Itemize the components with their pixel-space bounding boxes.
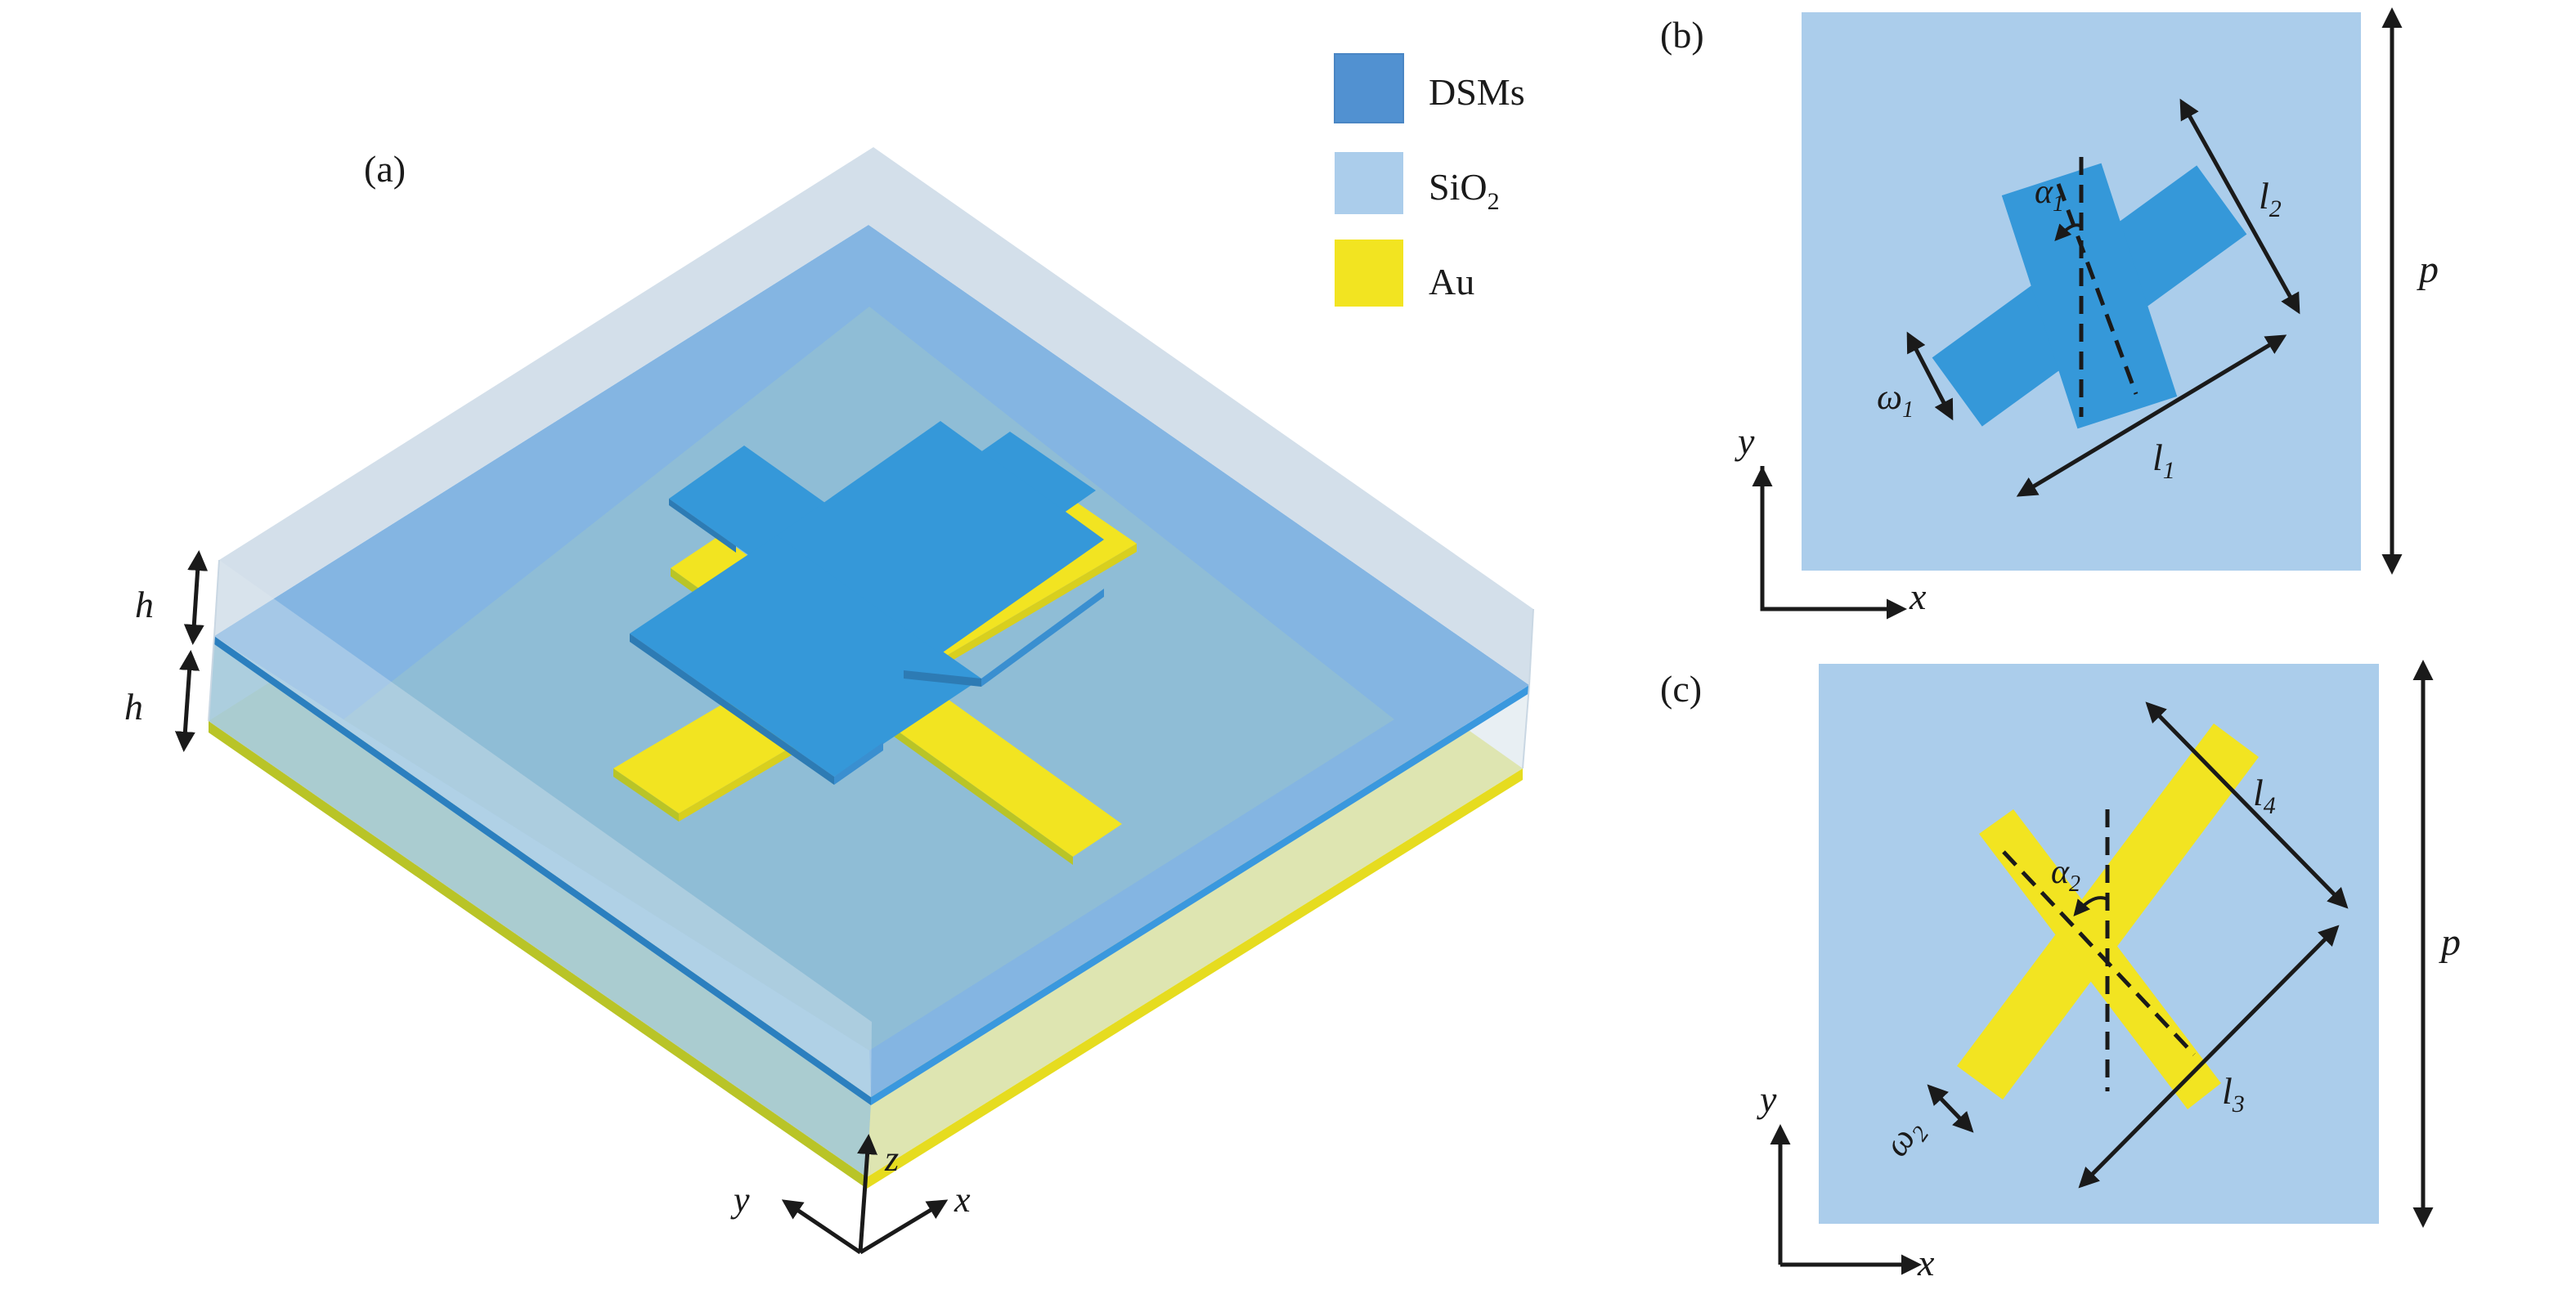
- panel-c: (c) α2 l4 l3 ω2 p y x: [1660, 660, 2461, 1283]
- b-alpha-arc: [2054, 223, 2083, 241]
- y-axis-label: y: [730, 1180, 750, 1220]
- c-l4-arrow: [2145, 701, 2349, 909]
- x-axis-arrow: [859, 1199, 949, 1255]
- shell-edge-left: [213, 559, 220, 637]
- panel-b: (b) α1 l2 l1 ω1 p y x: [1660, 7, 2439, 620]
- inner-surface-left-band: [214, 636, 871, 1097]
- c-l4-label: l4: [2253, 772, 2276, 819]
- y-axis-arrow: [781, 1199, 862, 1255]
- z-axis-arrow: [857, 1134, 878, 1253]
- dsm-layer-left-side: [214, 636, 871, 1105]
- b-l2-arrow: [2179, 98, 2300, 315]
- c-l3-label: l3: [2222, 1070, 2245, 1118]
- x-axis-label: x: [954, 1180, 971, 1220]
- sio2-upper-shell-top-rim: [214, 147, 1533, 685]
- axes-3d: z y x: [730, 1134, 971, 1255]
- sio2-lower-right-wall: [867, 692, 1529, 1177]
- h-lower-arrow: [174, 650, 200, 752]
- h-upper-arrow: [183, 550, 209, 645]
- panel-a: (a): [124, 147, 1534, 1255]
- b-alpha-label: α1: [2035, 173, 2064, 217]
- lower-edge-right: [1522, 684, 1530, 769]
- c-p-label: p: [2439, 920, 2461, 964]
- b-w1-arrow: [1906, 331, 1954, 421]
- b-arm-axis: [2056, 183, 2138, 395]
- au-ground-left-side: [209, 721, 867, 1189]
- legend-label-dsm: DSMs: [1429, 71, 1525, 113]
- legend-label-au: Au: [1429, 261, 1474, 302]
- b-p-label: p: [2417, 248, 2439, 291]
- b-l1-label: l1: [2152, 437, 2175, 484]
- legend-swatch-sio2: [1335, 152, 1403, 214]
- c-x-label: x: [1917, 1242, 1935, 1283]
- au-ground-right-side: [867, 768, 1523, 1189]
- legend-label-sio2: SiO2: [1429, 166, 1500, 215]
- b-l2-label: l2: [2259, 175, 2282, 222]
- b-y-label: y: [1735, 420, 1755, 462]
- panel-c-label: (c): [1660, 668, 1702, 710]
- shell-edge-right: [1528, 608, 1534, 686]
- dsm-cross-3d: [630, 421, 1104, 785]
- panel-b-label: (b): [1660, 14, 1704, 56]
- c-alpha-label: α2: [2051, 853, 2080, 897]
- legend: DSMs SiO2 Au: [1334, 53, 1525, 307]
- c-w2-arrow: [1927, 1084, 1974, 1133]
- c-alpha-arc: [2073, 896, 2108, 917]
- sio2-upper-left-wall: [214, 560, 872, 1097]
- b-l1-arrow: [2016, 334, 2287, 497]
- dsm-layer-right-side: [871, 685, 1529, 1105]
- h-label-upper: h: [135, 584, 154, 625]
- sio2-lower-left-wall: [209, 643, 871, 1177]
- b-w1-label: ω1: [1877, 377, 1914, 423]
- legend-swatch-dsm: [1334, 53, 1404, 123]
- c-l3-arrow: [2078, 925, 2340, 1189]
- b-x-label: x: [1909, 576, 1927, 617]
- h-label-lower: h: [124, 686, 143, 728]
- lower-edge-left: [208, 635, 215, 722]
- legend-swatch-au: [1335, 240, 1403, 307]
- c-y-label: y: [1757, 1078, 1777, 1120]
- z-axis-label: z: [884, 1139, 899, 1179]
- panel-a-label: (a): [364, 148, 406, 190]
